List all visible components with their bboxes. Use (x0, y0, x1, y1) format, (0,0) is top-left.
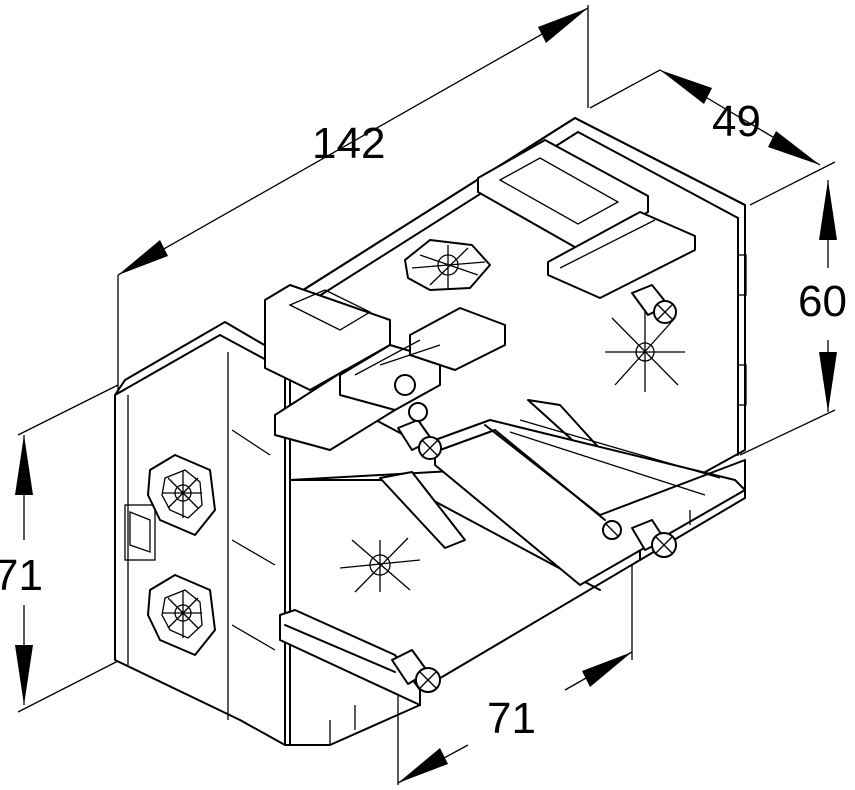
arrow-head-left (118, 240, 168, 275)
side-slot (124, 504, 156, 561)
arrow-head-depth-right (768, 131, 820, 165)
latch-tab-back (477, 139, 649, 251)
dimension-depth: 49 (589, 69, 836, 206)
knockout-upper (147, 454, 216, 536)
arrow-head-up (15, 435, 33, 495)
dimension-spacing: 71 (397, 545, 633, 785)
knockout-lower (147, 574, 216, 656)
dimension-label-spacing: 71 (487, 694, 536, 743)
dimension-label-length: 142 (312, 119, 385, 168)
arrow-head-right (538, 8, 588, 43)
dimension-label-depth: 49 (712, 97, 761, 146)
knockout-back-star (605, 310, 685, 392)
screw-front-right (631, 519, 677, 558)
dimension-outer-height: 71 (0, 384, 121, 713)
screw-front-left (391, 649, 441, 693)
arrow-head-top (819, 180, 837, 240)
arrow-head-spacing-right (582, 652, 632, 687)
arrow-head-depth-left (660, 70, 712, 104)
dimension-length: 142 (117, 5, 589, 395)
arrow-head-bottom (819, 352, 837, 412)
arrow-head-down (15, 645, 33, 705)
dimension-label-outer-height: 71 (0, 551, 43, 600)
screw-head-small (602, 520, 622, 540)
dimension-inner-height: 60 (739, 180, 847, 456)
box-body (114, 117, 747, 746)
screw-back-left (397, 402, 442, 460)
rib-left (379, 471, 466, 549)
knockout-top (404, 239, 491, 291)
arrow-head-spacing-left (398, 748, 448, 783)
knockout-floor-star (339, 537, 421, 593)
screw-back-right (631, 284, 677, 324)
left-end-wall (114, 334, 286, 746)
dimension-label-inner-height: 60 (798, 277, 847, 326)
